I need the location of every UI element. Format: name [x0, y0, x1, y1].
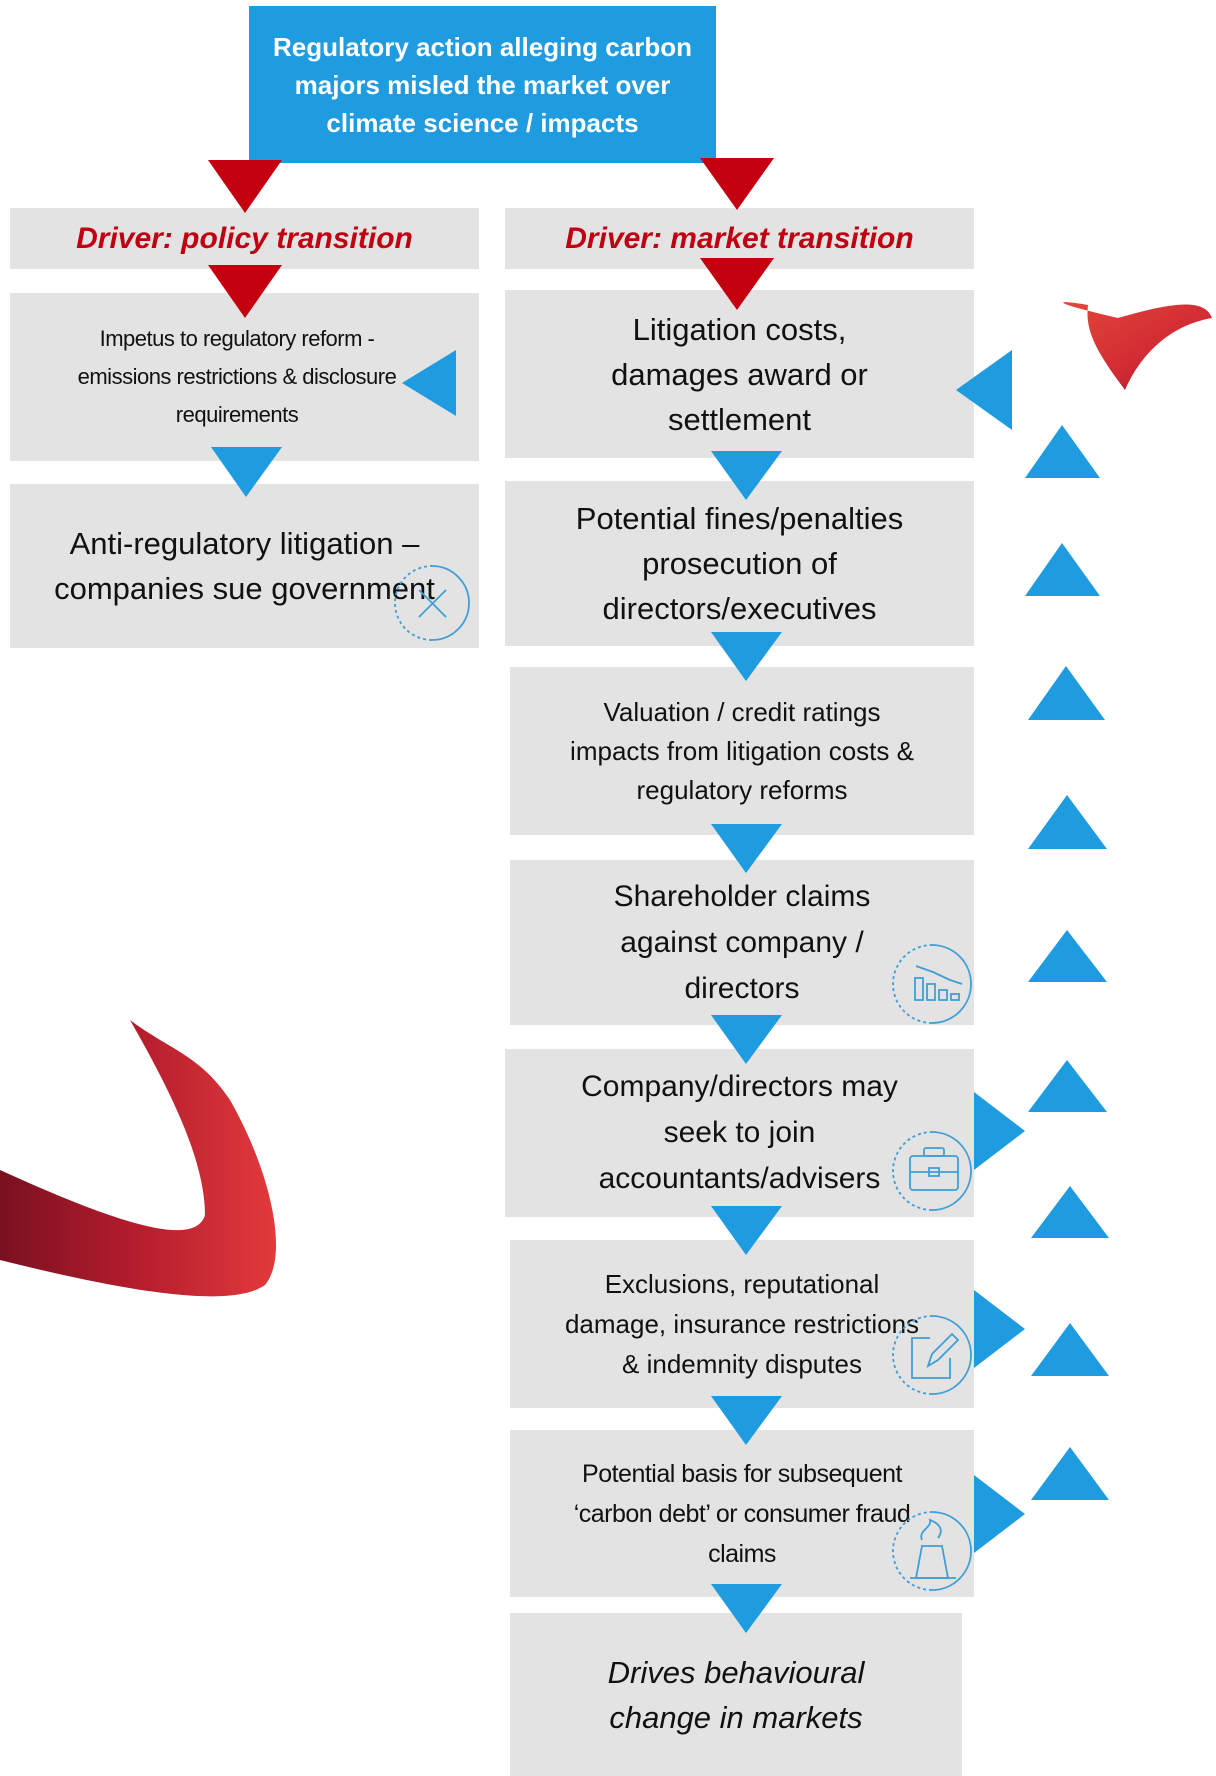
blue-triangle-up [1025, 425, 1100, 478]
top-box: Regulatory action alleging carbon majors… [249, 6, 716, 163]
blue-triangle-up [1028, 795, 1107, 849]
left-box-regulatory-reform: Impetus to regulatory reform - emissions… [10, 293, 479, 461]
red-arrow-down [700, 158, 774, 210]
right-box-shareholder-claims: Shareholder claims against company / dir… [510, 860, 974, 1025]
right-box-text: Shareholder claims against company / dir… [613, 879, 871, 1005]
right-box-text: Valuation / credit ratings impacts from … [570, 696, 914, 805]
blue-triangle-up [1028, 1060, 1107, 1112]
blue-arrow-right [974, 1092, 1025, 1170]
right-box-exclusions: Exclusions, reputational damage, insuran… [510, 1240, 974, 1408]
blue-arrow-down [711, 632, 782, 681]
blue-triangle-up [1031, 1186, 1109, 1238]
blue-arrow-down [711, 1206, 782, 1255]
left-box-text: Impetus to regulatory reform - emissions… [77, 326, 397, 427]
blue-arrow-right [974, 1475, 1025, 1553]
red-arrow-down [208, 160, 282, 213]
right-box-text: Litigation costs, damages award or settl… [611, 311, 868, 437]
briefcase-icon [892, 1131, 972, 1211]
red-arrow-down [208, 265, 282, 318]
left-box-text: Anti-regulatory litigation – companies s… [54, 526, 435, 606]
blue-triangle-up [1028, 666, 1105, 720]
right-box-text: Company/directors may seek to join accou… [581, 1070, 898, 1195]
right-box-text: Potential basis for subsequent ‘carbon d… [573, 1459, 911, 1568]
blue-arrow-right [974, 1290, 1025, 1368]
boomerang-icon [1063, 302, 1212, 390]
edit-icon [892, 1315, 972, 1395]
right-box-behavioural-change: Drives behavioural change in markets [510, 1613, 962, 1776]
blue-arrow-left [402, 350, 456, 416]
right-box-text: Potential fines/penalties prosecution of… [575, 501, 904, 626]
driver-market-label: Driver: market transition [565, 221, 914, 255]
blue-triangle-up [1025, 543, 1100, 596]
red-arrow-down [700, 258, 774, 310]
blue-arrow-down [711, 1015, 782, 1064]
blue-arrow-down [711, 1396, 782, 1445]
right-box-text: Exclusions, reputational damage, insuran… [564, 1269, 920, 1379]
factory-icon [892, 1511, 972, 1591]
right-box-join-advisers: Company/directors may seek to join accou… [505, 1049, 974, 1217]
blue-arrow-down [711, 451, 782, 500]
right-box-fines: Potential fines/penalties prosecution of… [505, 481, 974, 646]
close-circle-icon [394, 565, 470, 641]
top-box-text: Regulatory action alleging carbon majors… [273, 31, 692, 138]
blue-triangle-up [1028, 930, 1107, 982]
driver-policy-header: Driver: policy transition [10, 208, 479, 269]
blue-triangle-up [1031, 1323, 1109, 1376]
blue-arrow-down [711, 1584, 782, 1633]
blue-triangle-up [1031, 1447, 1109, 1500]
right-box-litigation-costs: Litigation costs, damages award or settl… [505, 290, 974, 458]
driver-policy-label: Driver: policy transition [76, 221, 413, 255]
right-box-text: Drives behavioural change in markets [607, 1654, 865, 1735]
blue-arrow-down [711, 824, 782, 873]
right-box-carbon-debt: Potential basis for subsequent ‘carbon d… [510, 1430, 974, 1597]
boomerang-icon [0, 1020, 277, 1297]
blue-arrow-left [956, 350, 1012, 430]
left-box-anti-regulatory: Anti-regulatory litigation – companies s… [10, 484, 479, 648]
declining-chart-icon [892, 944, 972, 1024]
blue-arrow-down [211, 447, 282, 497]
right-box-valuation: Valuation / credit ratings impacts from … [510, 667, 974, 835]
